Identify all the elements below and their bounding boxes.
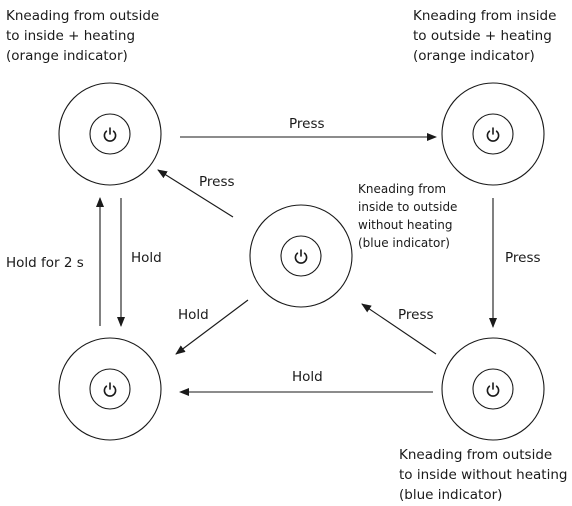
mode-label-center: Kneading from inside to outside without … [358,180,457,252]
mode-label-line: Kneading from inside [413,8,557,24]
button-top-right[interactable] [441,82,545,186]
button-center[interactable] [249,204,353,308]
button-inner-ring [472,368,514,410]
transition-label-right-press: Press [505,250,541,266]
power-icon [294,249,308,264]
mode-label-bottom-right: Kneading from outside to inside without … [399,445,567,505]
mode-label-line: to inside without heating [399,467,568,483]
arrow-center-to-bottom-left [175,299,249,355]
button-inner-ring [280,235,322,277]
mode-label-line: (blue indicator) [399,487,503,503]
button-outer-ring [58,82,162,186]
transition-label-center-to-top-left: Press [199,174,235,190]
transition-label-center-to-bottom-left: Hold [178,307,209,323]
button-inner-ring [89,368,131,410]
mode-label-line: (orange indicator) [6,48,128,64]
button-outer-ring [441,82,545,186]
power-icon [486,382,500,397]
power-icon [103,382,117,397]
transition-label-left-down-hold: Hold [131,250,162,266]
button-bottom-right[interactable] [441,337,545,441]
transition-label-bottom-hold: Hold [292,369,323,385]
button-outer-ring [249,204,353,308]
mode-label-line: without heating [358,218,453,232]
mode-label-line: (orange indicator) [413,48,535,64]
arrow-bottom-right-to-center [361,303,437,355]
transition-label-left-up-hold-2s: Hold for 2 s [6,255,84,271]
mode-label-line: inside to outside [358,200,458,214]
mode-label-line: Kneading from outside [399,447,553,463]
button-outer-ring [58,337,162,441]
button-outer-ring [441,337,545,441]
mode-label-top-right: Kneading from inside to outside + heatin… [413,6,556,66]
power-icon [486,127,500,142]
arrow-center-to-top-left [157,169,234,218]
mode-label-line: to inside + heating [6,28,136,44]
button-inner-ring [89,113,131,155]
mode-label-top-left: Kneading from outside to inside + heatin… [6,6,159,66]
button-inner-ring [472,113,514,155]
mode-label-line: Kneading from outside [6,8,160,24]
transition-label-top-press: Press [289,116,325,132]
mode-label-line: (blue indicator) [358,236,450,250]
button-top-left[interactable] [58,82,162,186]
power-icon [103,127,117,142]
button-bottom-left[interactable] [58,337,162,441]
transition-label-bottom-right-to-center: Press [398,307,434,323]
mode-label-line: to outside + heating [413,28,552,44]
mode-label-line: Kneading from [358,182,447,196]
